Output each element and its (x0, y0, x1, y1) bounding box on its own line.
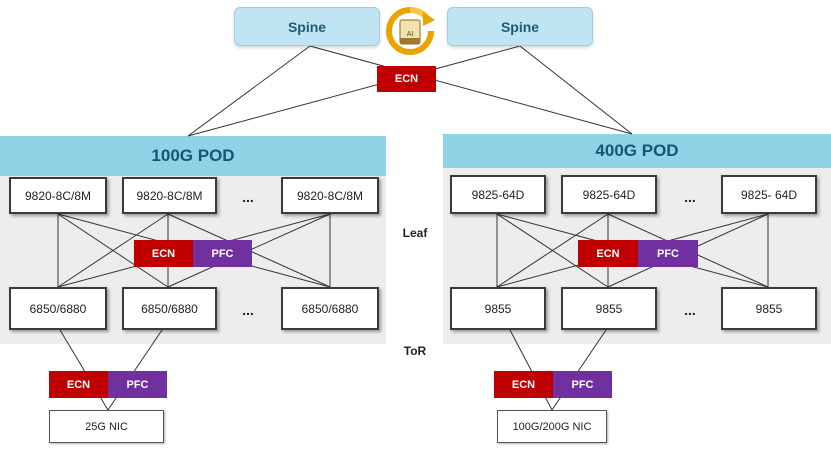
spine-right: Spine (447, 7, 593, 46)
nic-25g-ecn-badge: ECN (49, 371, 108, 398)
pod-100g-tor-1: 6850/6880 (9, 287, 107, 330)
pod-400g-leaf-3: 9825- 64D (721, 175, 817, 214)
pod-100g-leaf-3: 9820-8C/8M (281, 177, 379, 214)
pod-400g-tor-3: 9855 (721, 287, 817, 330)
spine-left: Spine (234, 7, 380, 46)
pod-400g-title: 400G POD (443, 134, 831, 168)
nic-25g: 25G NIC (49, 410, 164, 443)
pod-400g-ecn-badge: ECN (578, 240, 638, 267)
pod-100g-leaf-2: 9820-8C/8M (122, 177, 217, 214)
spine-ecn-badge: ECN (377, 66, 436, 92)
pod-400g-tor-ellipsis: ... (684, 302, 696, 318)
pod-100g-title: 100G POD (0, 136, 386, 176)
nic-25g-pfc-badge: PFC (108, 371, 167, 398)
pod-400g-tor-2: 9855 (561, 287, 657, 330)
ai-icon-text: AI (407, 30, 414, 38)
pod-400g-tor-1: 9855 (450, 287, 546, 330)
nic-100g-200g: 100G/200G NIC (497, 410, 607, 443)
pod-400g-leaf-2: 9825-64D (561, 175, 657, 214)
pod-100g-tor-3: 6850/6880 (281, 287, 379, 330)
pod-100g-leaf-1: 9820-8C/8M (9, 177, 107, 214)
pod-100g-tor-ellipsis: ... (242, 302, 254, 318)
pod-100g-ecn-badge: ECN (134, 240, 193, 267)
pod-100g-pfc-badge: PFC (193, 240, 252, 267)
ai-refresh-document-icon: AI (383, 6, 437, 56)
pod-400g-pfc-badge: PFC (638, 240, 698, 267)
pod-100g-tor-2: 6850/6880 (122, 287, 217, 330)
pod-400g-leaf-1: 9825-64D (450, 175, 546, 214)
tor-layer-label: ToR (403, 344, 427, 358)
nic-100g-200g-ecn-badge: ECN (494, 371, 553, 398)
nic-100g-200g-pfc-badge: PFC (553, 371, 612, 398)
pod-100g-leaf-ellipsis: ... (242, 189, 254, 205)
pod-400g-leaf-ellipsis: ... (684, 189, 696, 205)
leaf-layer-label: Leaf (402, 226, 428, 240)
